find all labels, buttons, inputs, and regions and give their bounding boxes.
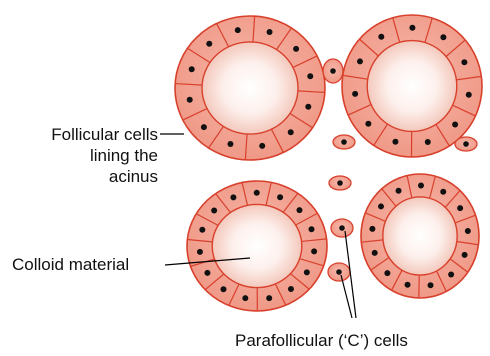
parafollicular-c-cell [331,219,353,237]
c-cell-nucleus [341,139,347,145]
follicular-cells-label-line2: lining the [51,145,158,166]
follicular-cells-label-line3: acinus [51,166,158,187]
follicular-cell-nucleus [187,97,193,103]
follicular-cell-nucleus [197,249,203,255]
follicular-cell-nucleus [448,272,454,278]
follicular-cell-nucleus [293,46,299,52]
follicular-cell-nucleus [235,27,241,33]
follicular-cell-nucleus [396,188,402,194]
follicular-cell-nucleus [440,34,446,40]
follicle-bottom-right [361,174,479,298]
colloid-lumen [367,41,457,132]
follicular-cell-nucleus [277,194,283,200]
colloid-lumen [383,197,457,275]
colloid-material-label: Colloid material [12,254,129,275]
follicular-cell-nucleus [309,226,315,232]
colloid-lumen [212,204,302,287]
c-cell-nucleus [339,225,345,231]
parafollicular-c-cell [333,135,355,149]
follicular-cell-nucleus [211,208,217,214]
follicular-cell-nucleus [204,270,210,276]
c-cell-nucleus [337,180,343,186]
follicular-cell-nucleus [242,295,248,301]
follicle-top-left [175,16,325,160]
parafollicular-cells-label: Parafollicular (‘C’) cells [235,330,408,351]
follicular-cells-label: Follicular cells lining the acinus [51,124,158,187]
follicular-cell-nucleus [365,121,371,127]
follicular-cell-nucleus [369,226,375,232]
follicular-cell-nucleus [452,121,458,127]
follicular-cell-nucleus [465,228,471,234]
parafollicular-leader-lower [341,275,352,318]
follicular-cell-nucleus [254,190,260,196]
follicular-cell-nucleus [392,139,398,145]
follicular-cell-nucleus [267,29,273,35]
parafollicular-c-cell [329,176,351,190]
follicular-cell-nucleus [405,282,411,288]
follicular-cell-nucleus [304,269,310,275]
c-cell-nucleus [330,68,336,74]
parafollicular-c-cell [328,263,350,281]
follicular-cell-nucleus [307,73,313,79]
follicular-cell-nucleus [378,203,384,209]
follicular-cell-nucleus [259,143,265,149]
follicular-cell-nucleus [288,129,294,135]
follicular-cell-nucleus [462,252,468,258]
follicular-cell-nucleus [384,270,390,276]
follicular-cell-nucleus [189,66,195,72]
follicular-cell-nucleus [428,282,434,288]
follicular-cells-label-line1: Follicular cells [51,124,158,145]
follicular-cell-nucleus [227,141,233,147]
follicle-top-right [342,15,482,157]
follicular-cell-nucleus [199,227,205,233]
follicular-cell-nucleus [378,34,384,40]
follicular-cell-nucleus [305,104,311,110]
parafollicular-c-cell [455,137,477,151]
follicular-cell-nucleus [201,124,207,130]
follicular-cell-nucleus [296,207,302,213]
follicular-cell-nucleus [357,58,363,64]
follicular-cell-nucleus [425,139,431,145]
c-cell-nucleus [463,141,469,147]
follicular-cell-nucleus [418,182,424,188]
follicular-cell-nucleus [457,205,463,211]
follicular-cell-nucleus [206,41,212,47]
follicular-cell-nucleus [288,286,294,292]
follicular-cell-nucleus [352,91,358,97]
follicular-cell-nucleus [266,295,272,301]
follicular-cell-nucleus [230,194,236,200]
follicular-cell-nucleus [409,25,415,31]
c-cell-nucleus [336,269,342,275]
parafollicular-c-cell [323,59,343,83]
follicular-cell-nucleus [220,286,226,292]
follicular-cell-nucleus [372,250,378,256]
follicle-bottom-left [187,181,327,311]
follicular-cell-nucleus [466,92,472,98]
colloid-lumen [202,42,298,134]
follicular-cell-nucleus [311,248,317,254]
follicular-cell-nucleus [440,189,446,195]
follicular-cell-nucleus [461,59,467,65]
